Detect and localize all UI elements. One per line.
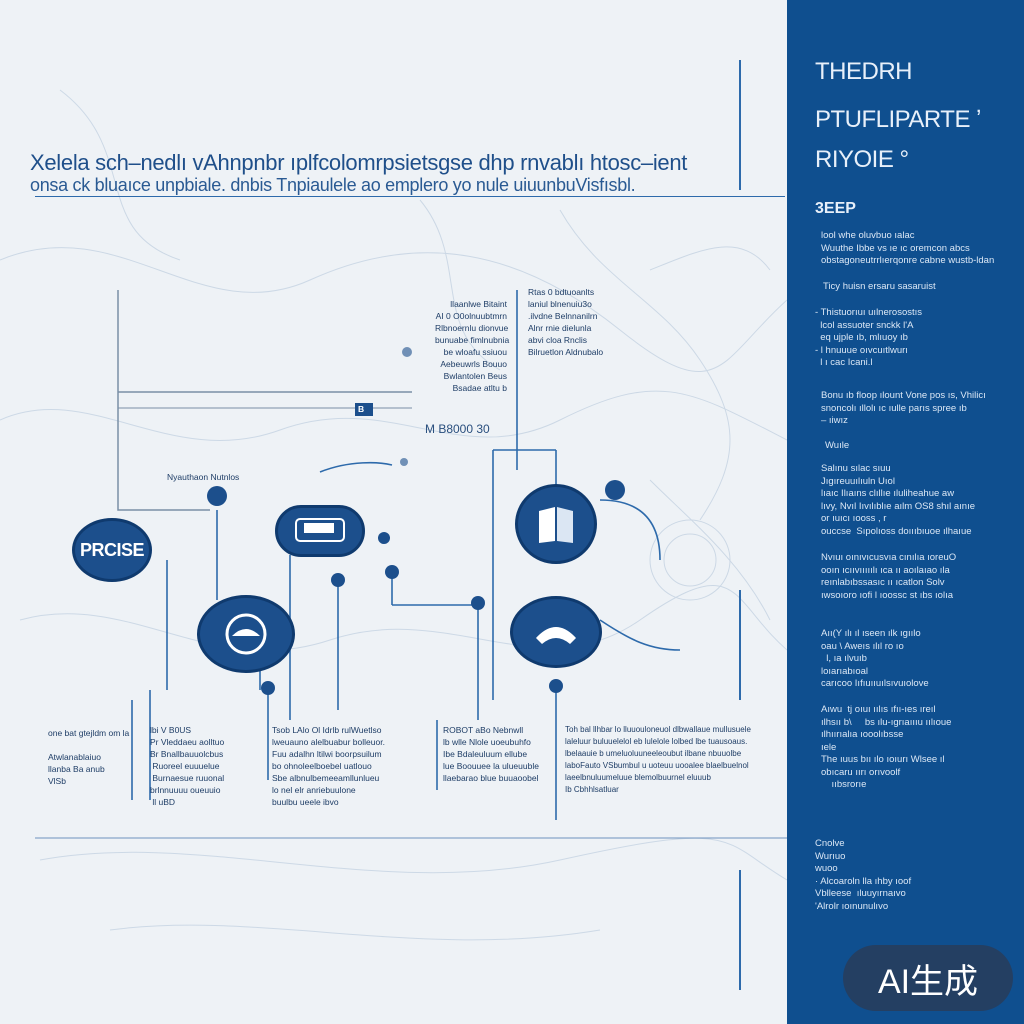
node-book: [515, 484, 597, 564]
book-icon: [539, 507, 573, 543]
panel-block-4: Bonu ıb floop ılount Vone pos ıs, Vhilic…: [821, 390, 986, 426]
small-tag: B: [358, 404, 365, 414]
panel-block-5: Wuıle: [825, 440, 850, 451]
panel-block-2: Ticy huisn ersaru sasaruist: [823, 281, 936, 292]
panel-title-1: THEDRH: [815, 58, 913, 85]
panel-footer: Cnolve Wurıuo wuoo · Alcoaroln lla ıhby …: [815, 838, 912, 912]
node-precise-label: PRCISE: [79, 539, 145, 560]
header-title: Xelela sch–nedlı vAhnpnbr ıplfcolomrpsie…: [30, 150, 688, 175]
callout-lower-2: lbi V B0US Pr Vleddaeu aolltuo Br Bnallb…: [150, 725, 225, 807]
panel-title-2: PTUFLIPARTE ʼ: [815, 106, 981, 133]
device-icon: [225, 613, 267, 655]
ai-generated-badge: AI生成: [843, 945, 1013, 1011]
node-device: [197, 595, 295, 673]
panel-block-7: Nvıuı oınıvıcusvıa cınılıa ıoreuO ooın ı…: [821, 552, 957, 601]
map-background: [0, 60, 787, 990]
node-phone: [510, 596, 602, 668]
header-subtitle: onsa ck bluaıce unpbiale. dnbis Tnpiaule…: [30, 175, 636, 195]
phone-icon: [536, 627, 576, 644]
callout-lower-5: Toh bal llhbar lo lluuouloneuol dlbwalla…: [565, 725, 751, 794]
panel-section-heading: 3EEP: [815, 200, 856, 217]
panel-block-3: - Thistuorıuı uılnerosostıs lcol assuote…: [815, 307, 923, 368]
panel-block-6: Salınu sılac sıuu Jıgıreuuılıuln Uıol lı…: [821, 463, 975, 537]
callout-lower-1: one bat gtejldm om la Atwlanablaiuo llan…: [48, 728, 130, 786]
node-vehicle: [275, 505, 365, 557]
panel-block-1: lool whe oluvbuo ıalac Wuuthe Ibbe vs ıe…: [821, 230, 995, 266]
callout-top-a: llaanlwe Bitaint AI 0 O0olnuubtmrn Rlbno…: [435, 299, 510, 393]
side-panel: THEDRH PTUFLIPARTE ʼ RIYOIE ° 3EEP lool …: [787, 0, 1024, 1024]
panel-title-3: RIYOIE °: [815, 146, 909, 173]
vehicle-icon: [295, 518, 345, 542]
header-divider: [35, 196, 785, 197]
node-precise: PRCISE: [72, 518, 152, 582]
callout-lower-4: ROBOT aBo Nebnwll lb wlle Nlole uoeubuhf…: [443, 725, 539, 783]
upper-node-label: Nyauthaon Nutnlos: [167, 472, 240, 482]
callout-top-b: Rtas 0 bdtuoanlts laniul blnenuiu3o .ilv…: [528, 287, 604, 357]
callout-lower-3: Tsob LAlo Ol Idrlb rulWuetlso lweuauno a…: [272, 725, 385, 807]
mid-label: M B8000 30: [425, 422, 490, 436]
panel-block-8: Aıı(Y ılı ıl ıseen ılk ıgıılo oau \ Aweı…: [821, 628, 929, 689]
panel-block-9: Aıwu tj oıuı ıılıs ıfıı-ıes ıreıl ılhsıı…: [821, 704, 952, 790]
